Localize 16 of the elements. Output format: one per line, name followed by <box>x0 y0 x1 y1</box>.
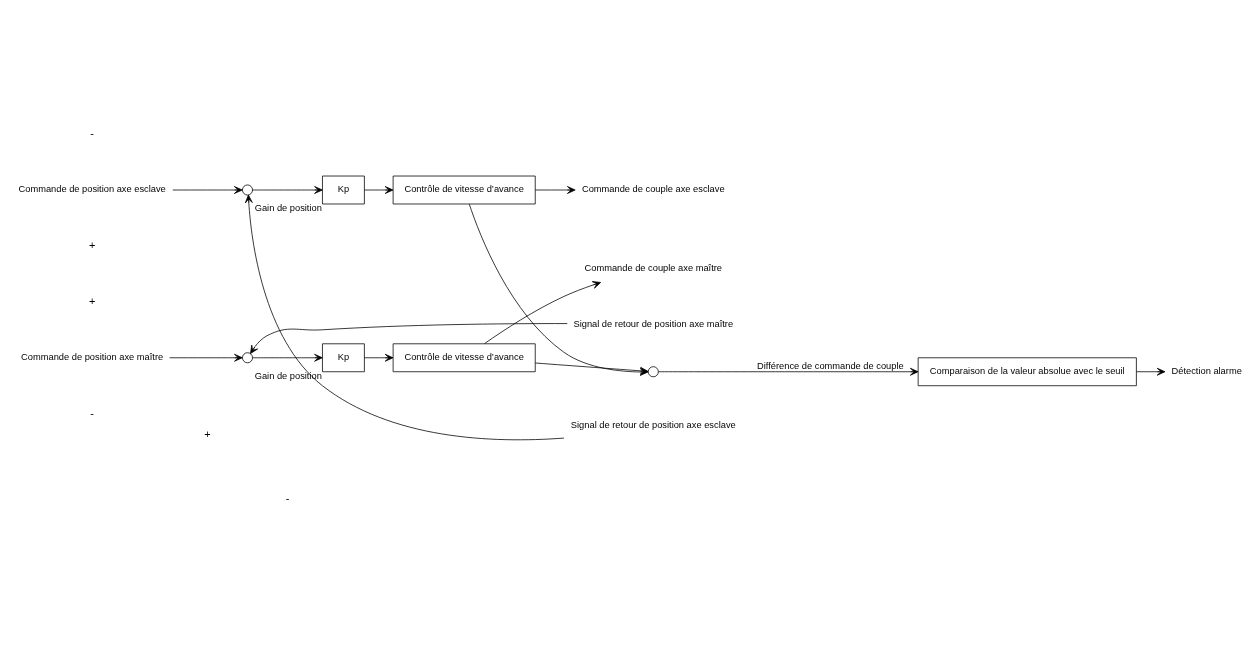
node-text: Signal de retour de position axe esclave <box>570 419 736 430</box>
node-label: Gain de position <box>254 202 322 213</box>
label: - <box>90 126 94 139</box>
node-text: Détection alarme <box>1171 365 1242 376</box>
node-text: Commande de position axe esclave <box>18 183 166 194</box>
node-text: Commande de couple axe esclave <box>581 183 725 194</box>
node-label: Gain de position <box>254 370 322 381</box>
node-text: Commande de couple axe maître <box>584 262 723 273</box>
label: - <box>90 406 94 419</box>
label: - <box>285 491 290 504</box>
node-text: Signal de retour de position axe maître <box>573 318 734 329</box>
node-text: Commande de position axe maître <box>21 351 164 362</box>
label: + <box>204 427 211 440</box>
edge-label: Différence de commande de couple <box>757 360 904 371</box>
label: + <box>88 238 96 251</box>
label: + <box>88 294 96 307</box>
